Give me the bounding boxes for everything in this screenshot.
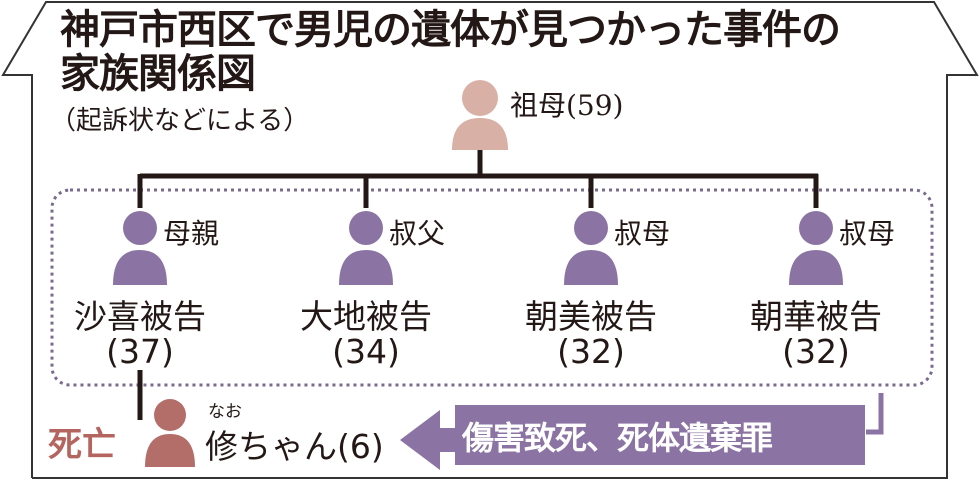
grandmother-label: 祖母(59)	[510, 89, 624, 122]
age-mother: (37)	[106, 332, 174, 371]
victim-name-ruby: なお	[208, 402, 242, 422]
age-aunt-1: (32)	[557, 332, 625, 371]
charges-bracket	[866, 393, 884, 435]
subtitle: （起訴状などによる）	[50, 106, 310, 136]
role-uncle: 叔父	[389, 217, 446, 250]
role-mother: 母親	[163, 217, 220, 250]
death-status: 死亡	[48, 425, 116, 465]
person-icon-mother	[113, 211, 167, 285]
role-aunt-2: 叔母	[839, 217, 896, 250]
name-mother: 沙喜被告	[74, 297, 206, 336]
age-uncle: (34)	[332, 332, 400, 371]
person-icon-grandmother	[452, 80, 508, 150]
charges-arrow	[400, 405, 865, 470]
name-uncle: 大地被告	[300, 297, 432, 336]
victim-name: 修ちゃん(6)	[205, 427, 384, 466]
title-line-1: 神戸市西区で男児の遺体が見つかった事件の	[60, 7, 841, 53]
person-icon-victim	[145, 399, 195, 467]
person-icon-aunt-2	[789, 211, 843, 285]
name-aunt-1: 朝美被告	[525, 297, 657, 336]
person-icon-uncle	[339, 211, 393, 285]
charges-label: 傷害致死、死体遺棄罪	[462, 419, 773, 457]
name-aunt-2: 朝華被告	[750, 297, 882, 336]
person-icon-aunt-1	[564, 211, 618, 285]
tree-lines	[137, 150, 819, 420]
age-aunt-2: (32)	[782, 332, 850, 371]
defendants-group-box	[50, 188, 934, 387]
role-aunt-1: 叔母	[614, 217, 671, 250]
title-line-2: 家族関係図	[60, 51, 256, 97]
